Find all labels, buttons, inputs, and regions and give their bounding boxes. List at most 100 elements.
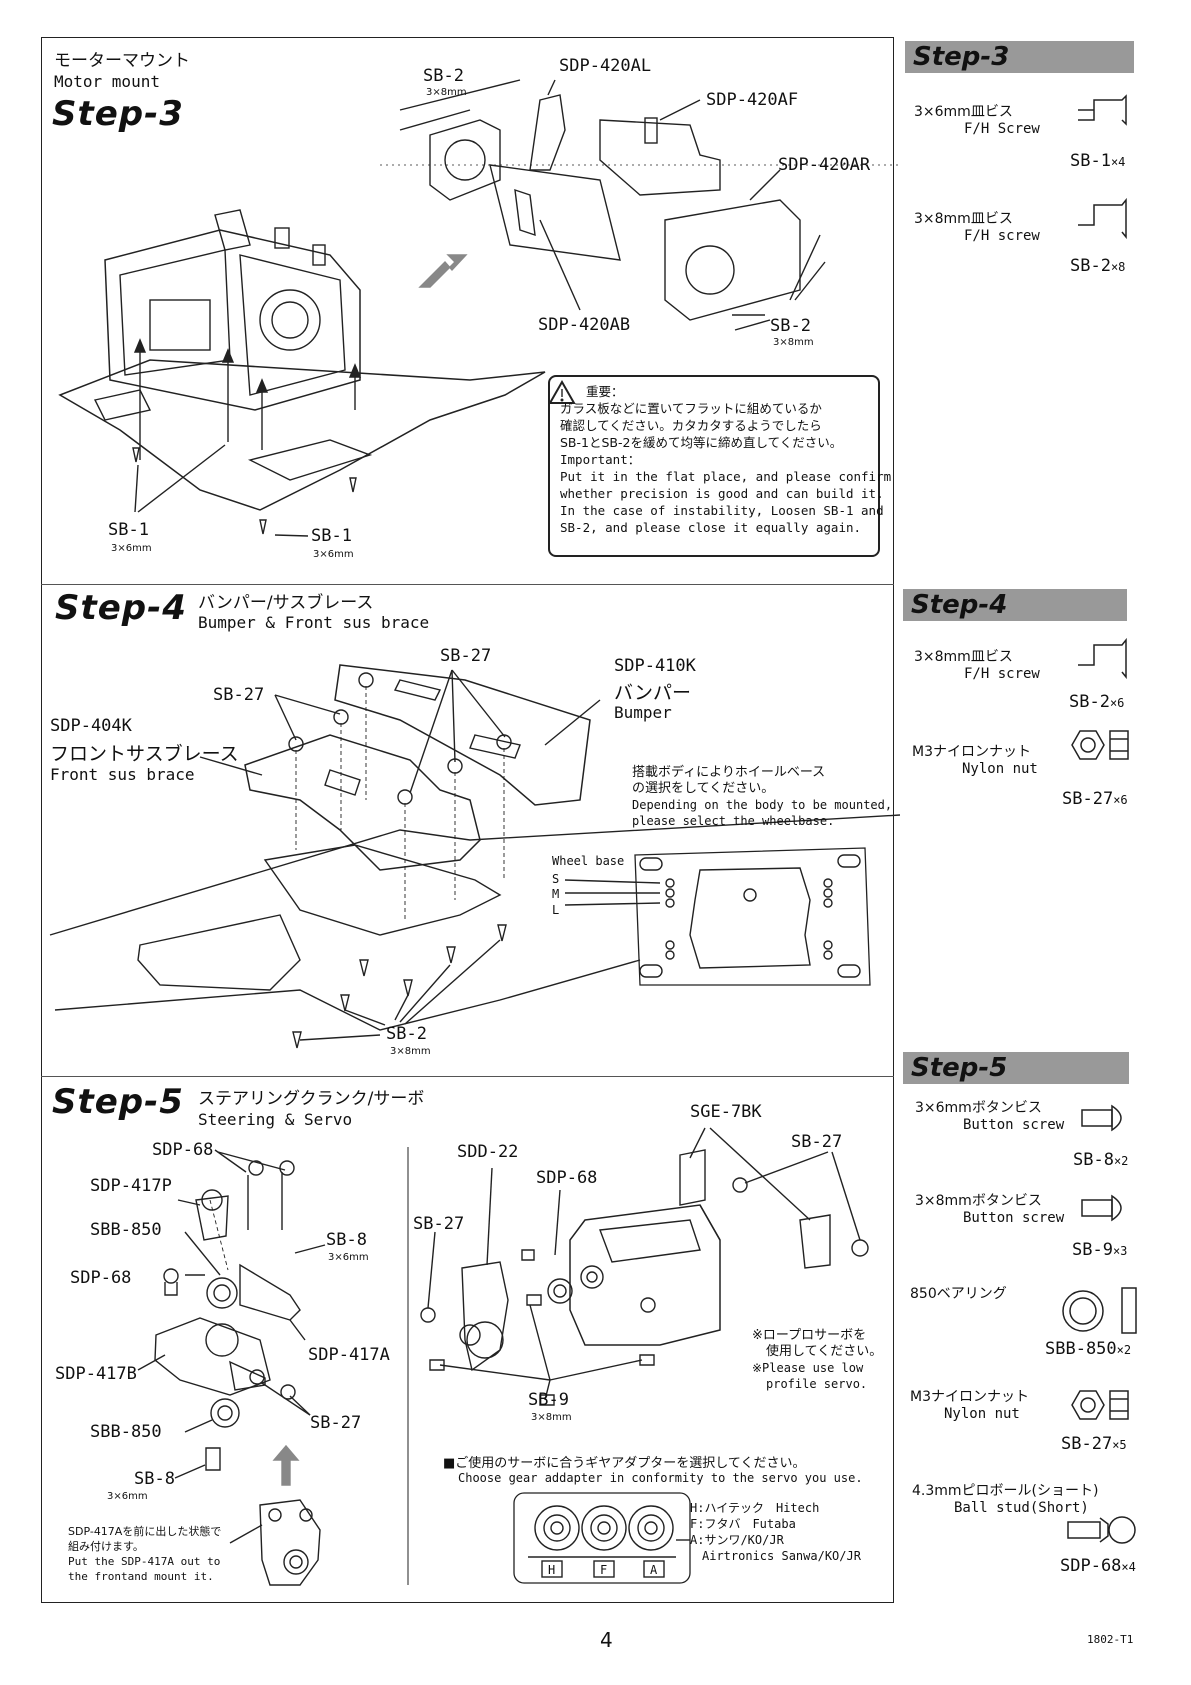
step5-heading: Step-5 xyxy=(52,1082,184,1122)
important-note-box: 重要： ガラス板などに置いてフラットに組めているか 確認してください。カタカタす… xyxy=(548,375,892,557)
divider-step3-step4 xyxy=(41,584,894,585)
part-en: Ball stud(Short) xyxy=(954,1500,1089,1516)
step4-heading: Step-4 xyxy=(55,588,187,628)
wheelbase-option-l: L xyxy=(552,903,560,917)
wheelbase-note-line-3: Depending on the body to be mounted, xyxy=(632,798,893,812)
gear-legend: H:ハイテック Hitech F:フタバ Futaba A:サンワ/KO/JR … xyxy=(690,1500,861,1564)
label-sb27-servo: SB-27 xyxy=(791,1132,843,1152)
servo-note: ※ロープロサーボを 使用してください。 ※Please use low prof… xyxy=(752,1328,882,1392)
part-jp: 3×6mm皿ビス xyxy=(914,104,1013,120)
part-jp: M3ナイロンナット xyxy=(912,744,1031,760)
sidebar-part-sbb850: 850ベアリング SBB-850×2 xyxy=(910,1283,1150,1359)
label-sdp417b: SDP-417B xyxy=(55,1364,137,1384)
note-line-en-2: whether precision is good and can build … xyxy=(560,486,884,501)
gear-note-jp: ■ご使用のサーボに合うギヤアダプターを選択してください。 xyxy=(443,1456,806,1471)
gear-legend-a: A:サンワ/KO/JR xyxy=(690,1533,784,1547)
sidebar-part-sb9: 3×8mmボタンビス Button screw SB-9×3 xyxy=(915,1190,1155,1260)
part-en: F/H screw xyxy=(964,228,1040,244)
part-jp: M3ナイロンナット xyxy=(910,1389,1029,1405)
sidebar-part-sb1: 3×6mm皿ビス F/H Screw SB-1×4 xyxy=(914,101,1154,171)
label-sdp68-a: SDP-68 xyxy=(152,1140,214,1160)
part-jp: 3×8mmボタンビス xyxy=(915,1193,1042,1209)
sidebar-part-sb2-step3: 3×8mm皿ビス F/H screw SB-2×8 xyxy=(914,208,1154,276)
left-note-line-2: 組み付けます。 xyxy=(68,1540,144,1553)
label-sb27-left: SB-27 xyxy=(213,685,265,705)
label-sdp68-b: SDP-68 xyxy=(70,1268,132,1288)
label-sb8-a: SB-8 xyxy=(326,1230,367,1250)
part-code: SB-2×8 xyxy=(1070,256,1126,276)
label-sbb850-b: SBB-850 xyxy=(90,1422,162,1442)
part-jp: 4.3mmピロボール(ショート) xyxy=(912,1483,1099,1499)
sidebar-step5-header: Step-5 xyxy=(903,1052,1129,1084)
wheelbase-option-s: S xyxy=(552,872,560,886)
divider-step4-step5 xyxy=(41,1076,894,1077)
gear-letter-h: H xyxy=(548,1563,556,1577)
servo-note-line-4: profile servo. xyxy=(766,1377,868,1391)
part-jp: 3×8mm皿ビス xyxy=(914,211,1013,227)
sidebar-step4-header: Step-4 xyxy=(903,589,1127,621)
sidebar-part-sb8: 3×6mmボタンビス Button screw SB-8×2 xyxy=(915,1097,1155,1170)
label-sb8-b: SB-8 xyxy=(134,1469,175,1489)
label-sb2-top-size: 3×8mm xyxy=(426,87,467,98)
label-sbb850-a: SBB-850 xyxy=(90,1220,162,1240)
part-en: F/H Screw xyxy=(964,121,1040,137)
part-code: SB-27×6 xyxy=(1062,789,1128,809)
label-sb8-a-size: 3×6mm xyxy=(328,1252,369,1263)
label-bumper-jp: バンパー xyxy=(614,682,691,704)
label-sdp420ab: SDP-420AB xyxy=(538,315,631,335)
warning-icon xyxy=(548,379,576,404)
label-sdp420af: SDP-420AF xyxy=(706,90,799,110)
wheelbase-note: 搭載ボディによりホイールベース の選択をしてください。 Depending on… xyxy=(632,765,892,829)
note-line-en-4: SB-2, and please close it equally again. xyxy=(560,520,862,535)
step5-title-jp: ステアリングクランク/サーボ xyxy=(198,1089,425,1109)
part-jp: 850ベアリング xyxy=(910,1286,1007,1302)
label-sdp420al: SDP-420AL xyxy=(559,56,652,76)
part-code: SB-9×3 xyxy=(1072,1240,1128,1260)
label-sb2-right-size: 3×8mm xyxy=(773,337,814,348)
gear-letter-f: F xyxy=(600,1563,608,1577)
label-sb8-b-size: 3×6mm xyxy=(107,1491,148,1502)
label-sge7bk: SGE-7BK xyxy=(690,1102,762,1122)
note-heading: 重要： xyxy=(586,384,624,399)
gear-note-en: Choose gear addapter in conformity to th… xyxy=(458,1471,863,1485)
left-note-line-4: the frontand mount it. xyxy=(68,1570,214,1583)
note-line-jp-2: 確認してください。カタカタするようでしたら xyxy=(560,418,822,433)
part-jp: 3×6mmボタンビス xyxy=(915,1100,1042,1116)
label-sb2-step4-size: 3×8mm xyxy=(390,1046,431,1057)
label-sb1-left: SB-1 xyxy=(108,520,149,540)
part-code: SB-2×6 xyxy=(1069,692,1125,712)
label-sdp68-right: SDP-68 xyxy=(536,1168,598,1188)
sidebar-step3-header: Step-3 xyxy=(905,41,1134,73)
label-sb9: SB-9 xyxy=(528,1390,569,1410)
label-sb2-right: SB-2 xyxy=(770,316,811,336)
part-code: SBB-850×2 xyxy=(1045,1339,1132,1359)
step4-title-jp: バンパー/サスブレース xyxy=(198,593,374,613)
part-en: Button screw xyxy=(963,1117,1065,1133)
sidebar-part-icons xyxy=(1062,94,1137,1544)
part-en: Nylon nut xyxy=(944,1406,1020,1422)
label-sb1-right: SB-1 xyxy=(311,526,352,546)
label-sdp404k: SDP-404K xyxy=(50,716,132,736)
gear-letter-a: A xyxy=(650,1563,658,1577)
sidebar-part-sb27-step4: M3ナイロンナット Nylon nut SB-27×6 xyxy=(912,741,1152,809)
sidebar-part-sdp68: 4.3mmピロボール(ショート) Ball stud(Short) SDP-68… xyxy=(912,1480,1152,1576)
label-bumper-en: Bumper xyxy=(614,703,672,722)
main-frame xyxy=(41,37,894,1603)
label-sb1-left-size: 3×6mm xyxy=(111,543,152,554)
label-sb2-top: SB-2 xyxy=(423,66,464,86)
servo-note-line-3: ※Please use low xyxy=(752,1361,864,1375)
left-note-line-1: SDP-417Aを前に出した状態で xyxy=(68,1525,222,1538)
wheelbase-title: Wheel base xyxy=(552,854,625,868)
note-line-jp-3: SB-1とSB-2を緩めて均等に締め直してください。 xyxy=(560,435,843,450)
servo-note-line-1: ※ロープロサーボを xyxy=(752,1328,867,1343)
gear-legend-f: F:フタバ Futaba xyxy=(690,1517,796,1531)
note-heading-en: Important： xyxy=(560,452,641,467)
label-sb9-size: 3×8mm xyxy=(531,1412,572,1423)
page-number: 4 xyxy=(600,1628,613,1652)
step5-servo-drawing xyxy=(137,1127,869,1586)
note-line-en-1: Put it in the flat place, and please con… xyxy=(560,469,892,484)
gear-legend-a-brands: Airtronics Sanwa/KO/JR xyxy=(702,1549,861,1563)
wheelbase-option-m: M xyxy=(552,887,560,901)
part-jp: 3×8mm皿ビス xyxy=(914,649,1013,665)
